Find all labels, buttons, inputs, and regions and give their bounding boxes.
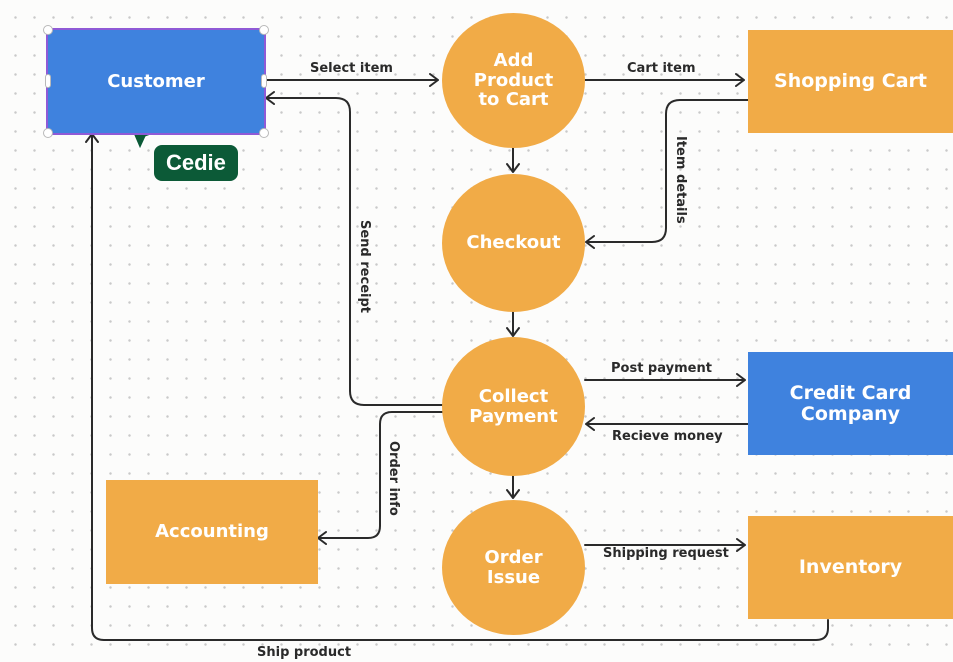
selection-handle-top-right[interactable] xyxy=(259,25,269,35)
collaborator-name-tag: Cedie xyxy=(154,145,238,181)
arrow-checkout-to-payment xyxy=(506,311,520,337)
credit-card-company-entity[interactable]: Credit Card Company xyxy=(748,352,953,455)
edge-label-recieve-money: Recieve money xyxy=(612,429,723,444)
arrow-add-to-checkout xyxy=(506,147,520,173)
shopping-cart-label: Shopping Cart xyxy=(774,70,927,93)
selection-handle-left[interactable] xyxy=(45,74,51,88)
process-order-issue[interactable]: Order Issue xyxy=(442,500,585,635)
arrow-ship-product xyxy=(85,133,829,641)
customer-entity[interactable]: Customer xyxy=(46,28,266,135)
process-checkout[interactable]: Checkout xyxy=(442,174,585,312)
accounting-store[interactable]: Accounting xyxy=(106,480,318,584)
edge-label-send-receipt: Send receipt xyxy=(357,220,372,313)
arrow-recieve-money xyxy=(585,417,749,431)
selection-handle-bottom-right[interactable] xyxy=(259,128,269,138)
arrow-select-item xyxy=(264,73,439,87)
edge-label-select-item: Select item xyxy=(310,61,393,76)
edge-label-cart-item: Cart item xyxy=(627,61,696,76)
edge-label-shipping-request: Shipping request xyxy=(603,546,729,561)
customer-label: Customer xyxy=(107,70,205,92)
arrow-cart-item xyxy=(584,73,745,87)
edge-label-item-details: Item details xyxy=(673,136,688,224)
credit-card-label: Credit Card Company xyxy=(789,381,912,425)
process-collect-payment[interactable]: Collect Payment xyxy=(442,337,585,476)
add-product-label: Add Product to Cart xyxy=(473,49,554,111)
selection-handle-right[interactable] xyxy=(261,74,267,88)
edge-label-ship-product: Ship product xyxy=(257,645,352,660)
process-add-product[interactable]: Add Product to Cart xyxy=(442,13,585,148)
collaborator-name: Cedie xyxy=(166,150,226,175)
arrow-order-info xyxy=(317,411,443,545)
inventory-store[interactable]: Inventory xyxy=(748,516,953,619)
arrow-send-receipt xyxy=(265,91,443,406)
arrow-item-details xyxy=(585,99,749,249)
collect-payment-label: Collect Payment xyxy=(469,385,558,427)
selection-handle-bottom-left[interactable] xyxy=(43,128,53,138)
shopping-cart-store[interactable]: Shopping Cart xyxy=(748,30,953,133)
inventory-label: Inventory xyxy=(798,556,903,579)
arrow-shipping-request xyxy=(584,538,746,552)
accounting-label: Accounting xyxy=(155,521,269,543)
arrow-payment-to-order xyxy=(506,475,520,499)
edge-label-post-payment: Post payment xyxy=(611,361,712,376)
edge-label-order-info: Order info xyxy=(386,441,401,516)
order-issue-label: Order Issue xyxy=(484,546,543,588)
selection-handle-top-left[interactable] xyxy=(43,25,53,35)
arrow-post-payment xyxy=(584,373,746,387)
checkout-label: Checkout xyxy=(466,232,561,254)
